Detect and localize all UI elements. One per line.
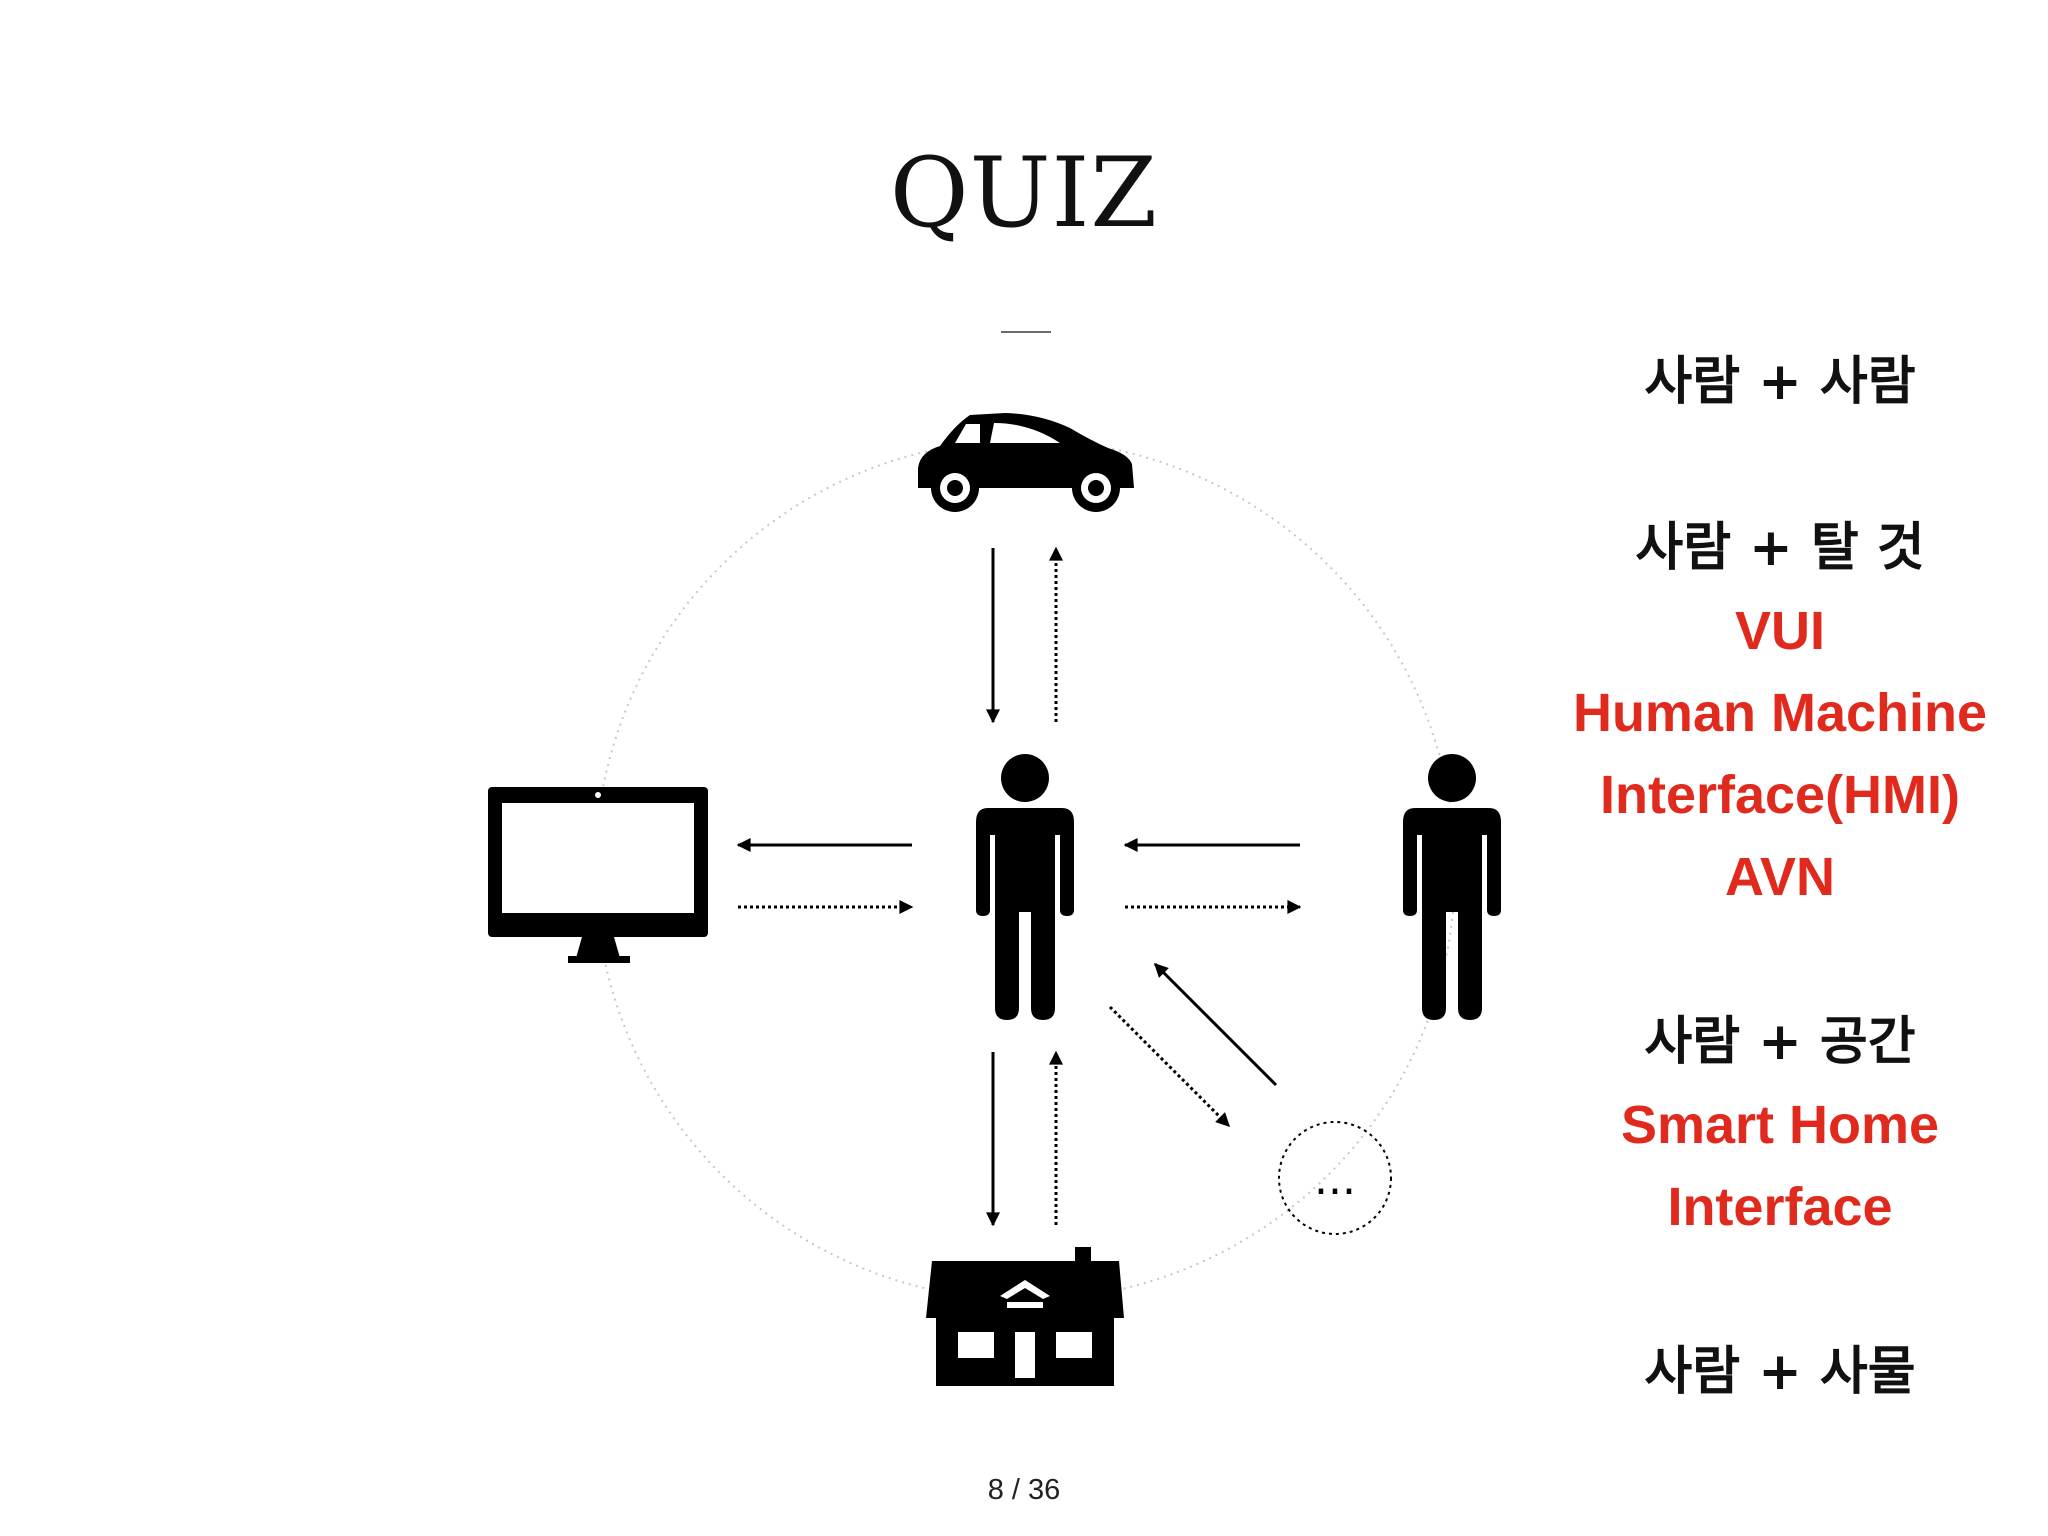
center-person-icon [976,754,1074,1020]
category-person-space: 사람 + 공간 [1644,1012,1916,1072]
category-person-object: 사람 + 사물 [1644,1342,1916,1402]
answer-vui: VUI [1734,601,1826,661]
arrow-person-to-ellipsis-dotted [1108,1005,1231,1128]
arrow-ellipsis-to-person [1153,962,1278,1087]
answer-human-machine: Human Machine [1572,683,1988,743]
page-number: 8 / 36 [987,1474,1061,1506]
answer-interface-hmi: Interface(HMI) [1599,765,1961,825]
category-person-person: 사람 + 사람 [1644,352,1916,412]
house-icon [926,1247,1124,1386]
right-person-icon [1403,754,1501,1020]
monitor-icon [488,787,708,963]
ellipsis-label: ... [1314,1154,1356,1205]
category-person-vehicle: 사람 + 탈 것 [1635,518,1925,578]
answer-interface: Interface [1667,1177,1893,1237]
title-divider [1001,331,1051,333]
ellipsis-circle-icon: ... [1278,1121,1392,1235]
answer-smart-home: Smart Home [1620,1095,1940,1155]
answer-avn: AVN [1724,847,1835,907]
slide-title: QUIZ [889,137,1159,249]
car-icon [918,413,1134,512]
